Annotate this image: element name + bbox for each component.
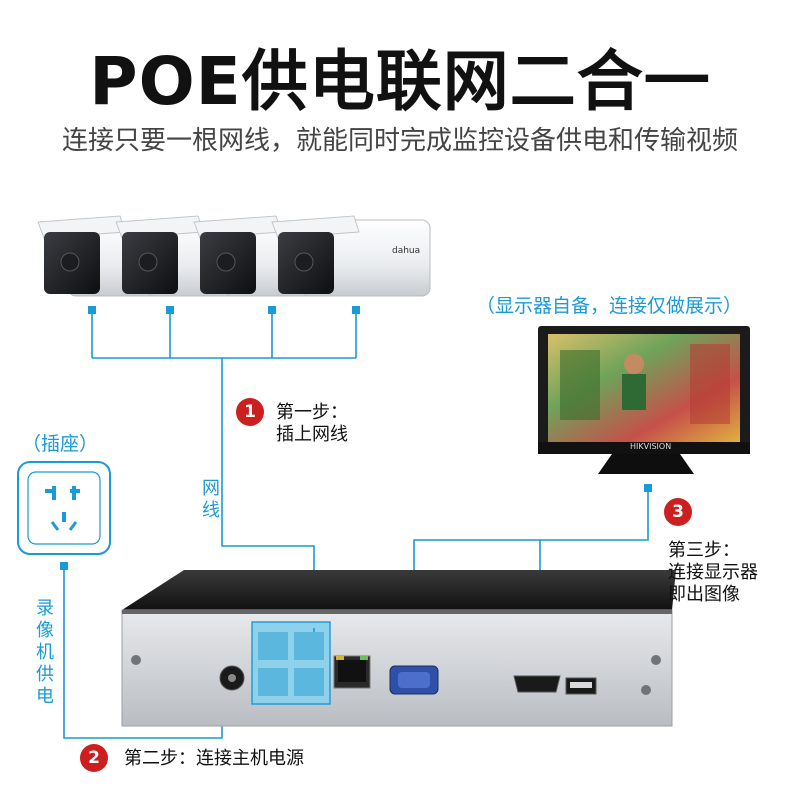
page-title: POE供电联网二合一	[89, 43, 711, 120]
monitor	[538, 326, 750, 474]
monitor-brand-label: HIKVISION	[630, 442, 672, 451]
nvr-recorder	[121, 570, 676, 727]
step-1-text: 第一步： 插上网线	[276, 402, 348, 446]
cable-label: 网线	[202, 478, 220, 521]
camera-4	[271, 215, 431, 297]
nvr-power-label: 录像机供电	[36, 598, 54, 707]
camera-brand-label: dahua	[392, 246, 421, 256]
camera-group	[37, 215, 431, 297]
step-1-line-1: 第一步：	[276, 402, 348, 423]
step-3-line-3: 即出图像	[668, 584, 740, 605]
step-3-line-2: 连接显示器	[668, 562, 758, 583]
monitor-note: （显示器自备，连接仅做展示）	[476, 295, 743, 317]
socket-label: （插座）	[22, 433, 99, 455]
step-3-line-1: 第三步：	[668, 540, 740, 561]
step-3-text: 第三步： 连接显示器 即出图像	[668, 540, 758, 606]
step-1-badge: 1	[236, 398, 264, 426]
step-2-text: 第二步：连接主机电源	[124, 748, 304, 769]
step-3-badge: 3	[664, 498, 692, 526]
page-subtitle: 连接只要一根网线，就能同时完成监控设备供电和传输视频	[61, 126, 738, 156]
step-1-line-2: 插上网线	[276, 424, 348, 445]
power-socket	[17, 461, 111, 555]
step-2-badge: 2	[80, 744, 108, 772]
